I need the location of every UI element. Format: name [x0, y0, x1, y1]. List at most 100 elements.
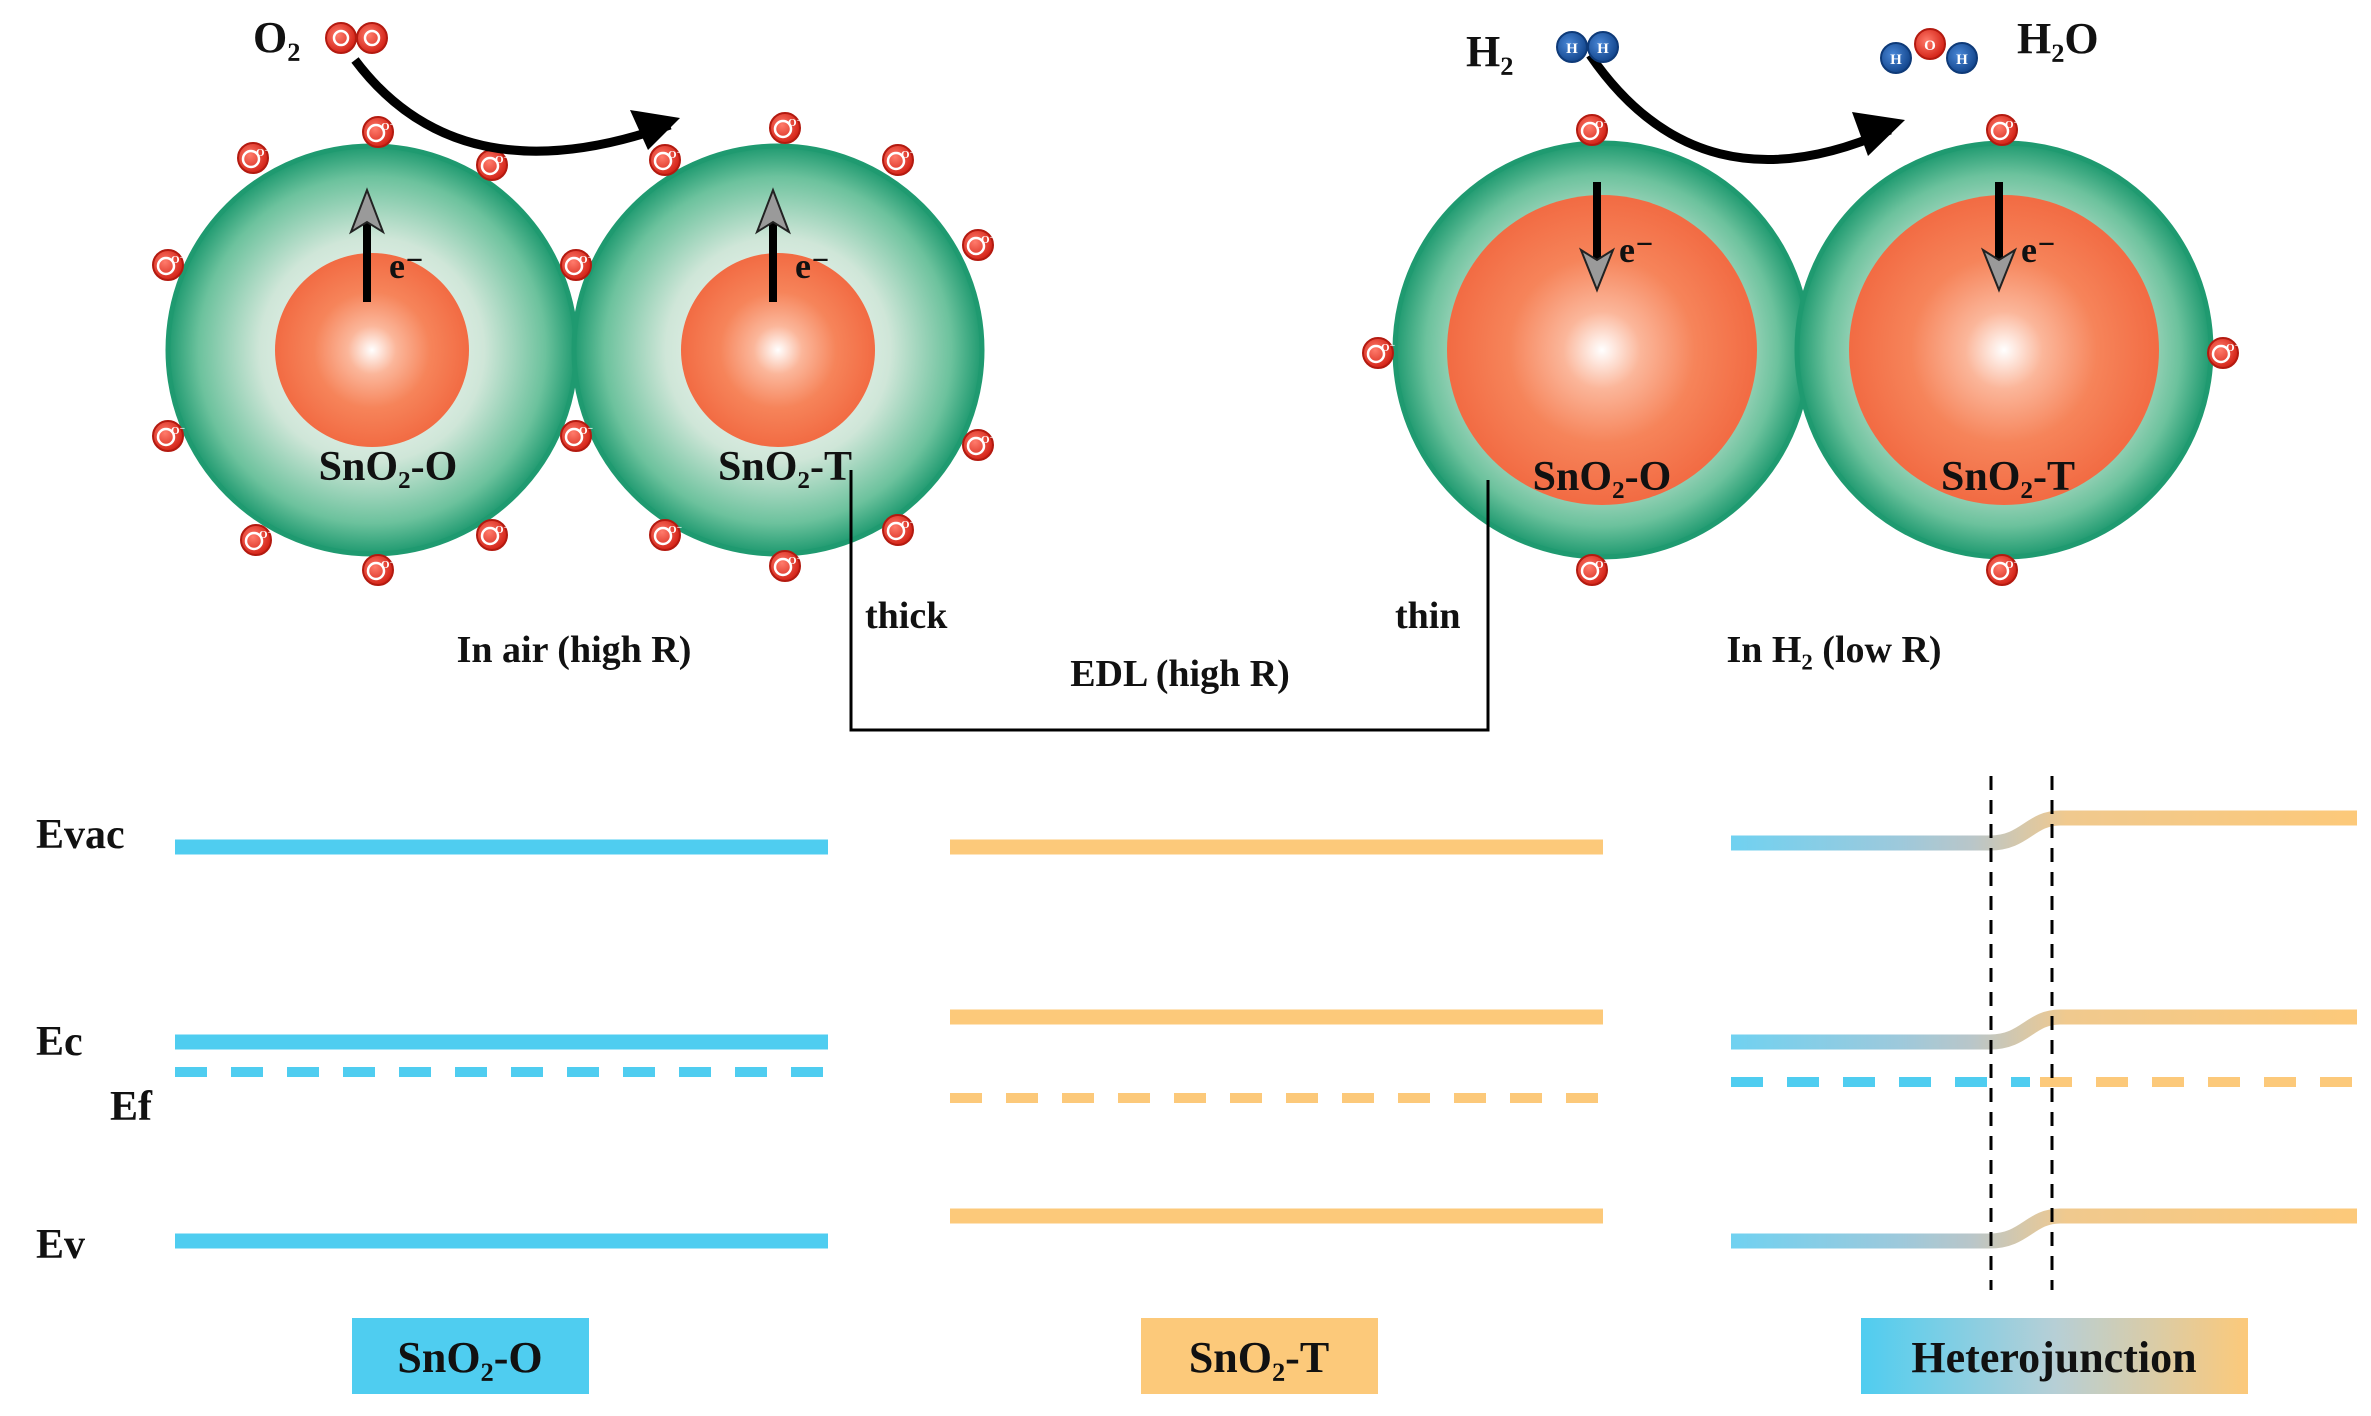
oxygen-ion: O⁻	[362, 554, 396, 586]
electron-label: e⁻	[389, 246, 424, 286]
edl-thin-label: thin	[1395, 595, 1460, 637]
oxygen-ion-label: O⁻	[788, 555, 803, 567]
o2-adsorption-arrowhead	[630, 110, 680, 150]
oxygen-ion: O⁻	[1576, 554, 1610, 586]
oxygen-ion-label: O⁻	[381, 121, 396, 133]
oxygen-ion: O⁻	[882, 514, 916, 546]
left-pair-particle2-label: SnO₂-T	[718, 444, 852, 490]
oxygen-ion: O⁻	[476, 519, 510, 551]
h2o-label: H₂O	[2017, 14, 2099, 63]
electron-arrow-head	[349, 187, 385, 235]
electron-arrow-head	[755, 187, 791, 235]
oxygen-ion-label: O⁻	[171, 254, 186, 266]
oxygen-ion: O⁻	[560, 249, 594, 281]
oxygen-ion: O⁻	[769, 550, 803, 582]
oxygen-ion: O⁻	[240, 524, 274, 556]
sno2-t-box: SnO₂-T	[1141, 1318, 1378, 1394]
o2-adsorption-arrow	[351, 57, 672, 156]
particle-sno2-t-h2: e⁻	[1794, 140, 2214, 560]
oxygen-ion-label: O⁻	[495, 524, 510, 536]
right-pair-particle1-label: SnO₂-O	[1533, 454, 1672, 500]
particle-sno2-t-air: e⁻	[571, 143, 985, 557]
oxygen-ion-label: O⁻	[259, 529, 274, 541]
sno2-o-box-label: SnO₂-O	[397, 1333, 542, 1382]
particles-layer: e⁻ e⁻ e⁻ e⁻	[165, 140, 2214, 560]
oxygen-ion-label: O⁻	[495, 154, 510, 166]
oxygen-ion-label: O⁻	[668, 524, 683, 536]
left-pair-particle1-label: SnO₂-O	[319, 444, 458, 490]
conductive-core	[1849, 195, 2159, 505]
electron-arrow-head	[1980, 247, 2018, 293]
edl-bracket	[849, 470, 1490, 732]
oxygen-ion-label: O⁻	[171, 425, 186, 437]
oxygen-ion: O⁻	[2207, 337, 2241, 369]
ec-level-label: Ec	[36, 1019, 83, 1065]
h-atom-label: H	[1566, 41, 1578, 57]
heterojunction-bands	[1731, 776, 2357, 1290]
oxygen-ion: O⁻	[649, 519, 683, 551]
ions-layer: O⁻ O⁻ O⁻ O⁻ O⁻ O⁻ O⁻ O⁻ O⁻ O⁻ O⁻ O⁻ O⁻ O⁻ O⁻ O⁻ O⁻ O⁻ O⁻ O⁻…	[152, 112, 2241, 586]
oxygen-ion: O⁻	[962, 229, 996, 261]
conductive-core	[1447, 195, 1757, 505]
conductive-core	[275, 253, 469, 447]
right-pair-caption: In H₂ (low R)	[1726, 629, 1941, 671]
h-atom-label: H	[1597, 41, 1609, 57]
oxygen-ion-label: O⁻	[981, 234, 996, 246]
hetero-evac-line	[1731, 810, 2357, 851]
oxygen-ion-label: O⁻	[1381, 342, 1396, 354]
oxygen-ion: O⁻	[769, 112, 803, 144]
oxygen-ion-label: O⁻	[668, 149, 683, 161]
oxygen-ion: O⁻	[1986, 114, 2020, 146]
hetero-ev-line	[1731, 1208, 2357, 1249]
heterojunction-box: Heterojunction	[1861, 1318, 2248, 1394]
oxygen-ion-label: O⁻	[1595, 119, 1610, 131]
hetero-ec-line	[1731, 1009, 2357, 1050]
ef-level-label: Ef	[110, 1084, 153, 1130]
left-pair-caption: In air (high R)	[457, 629, 692, 671]
oxygen-ion-label: O⁻	[2005, 119, 2020, 131]
oxygen-ion: O⁻	[152, 249, 186, 281]
oxygen-ion: O⁻	[1576, 114, 1610, 146]
evac-level-label: Evac	[36, 812, 125, 858]
oxygen-ion: O⁻	[1362, 337, 1396, 369]
oxygen-ion: O⁻	[560, 420, 594, 452]
oxygen-ion-label: O⁻	[981, 434, 996, 446]
oxygen-ion: O⁻	[476, 149, 510, 181]
oxygen-ion-label: O⁻	[788, 117, 803, 129]
electron-label: e⁻	[2021, 230, 2056, 270]
oxygen-ion-label: O⁻	[256, 147, 271, 159]
oxygen-ion-label: O⁻	[901, 519, 916, 531]
right-pair-particle2-label: SnO₂-T	[1941, 454, 2075, 500]
particle-sno2-o-h2: e⁻	[1392, 140, 1812, 560]
oxygen-ion: O⁻	[237, 142, 271, 174]
electron-label: e⁻	[795, 246, 830, 286]
h2-label: H₂	[1466, 27, 1513, 76]
edl-thick-label: thick	[865, 595, 948, 637]
heterojunction-box-label: Heterojunction	[1911, 1333, 2196, 1382]
sno2-t-bands	[950, 839, 1603, 1224]
ev-level-label: Ev	[36, 1222, 85, 1268]
o2-molecule	[325, 22, 388, 54]
h2-reaction-arrow	[1586, 52, 1892, 164]
sno2-t-box-label: SnO₂-T	[1189, 1333, 1329, 1382]
particle-sno2-o-air: e⁻	[165, 143, 579, 557]
h-atom-label: H	[1890, 52, 1902, 68]
o-atom-label: O	[1924, 38, 1936, 54]
oxygen-ion-label: O⁻	[1595, 559, 1610, 571]
oxygen-ion-label: O⁻	[579, 425, 594, 437]
oxygen-ion: O⁻	[362, 116, 396, 148]
electron-arrow-head	[1578, 247, 1616, 293]
sno2-o-box: SnO₂-O	[352, 1318, 589, 1394]
h2-molecule: H H	[1556, 31, 1619, 63]
conductive-core	[681, 253, 875, 447]
oxygen-ion-label: O⁻	[2226, 342, 2241, 354]
oxygen-ion: O⁻	[882, 144, 916, 176]
edl-caption: EDL (high R)	[1070, 653, 1290, 695]
oxygen-ion: O⁻	[649, 144, 683, 176]
o2-label: O₂	[253, 13, 300, 62]
electron-label: e⁻	[1619, 230, 1654, 270]
h2o-molecule: H O H	[1880, 28, 1978, 74]
oxygen-ion-label: O⁻	[901, 149, 916, 161]
